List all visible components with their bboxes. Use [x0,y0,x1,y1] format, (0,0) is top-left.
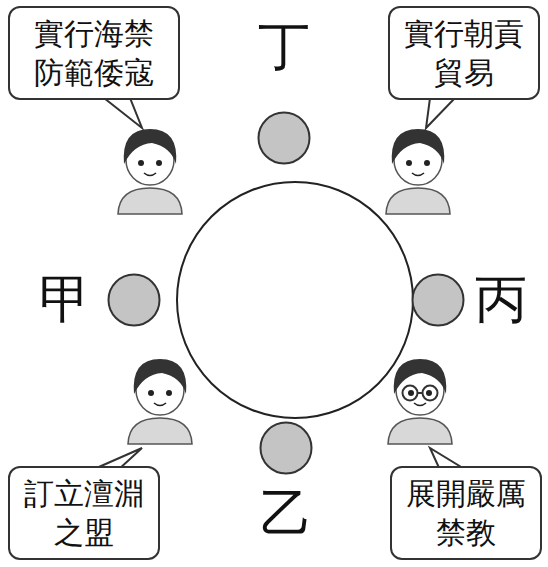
person-figure [388,359,452,444]
circle-label: 甲 [39,271,91,328]
bubble-text: 展開嚴厲禁教 [404,474,528,552]
person-figure [386,129,450,214]
circle-outline [261,423,312,474]
center-circle [177,182,413,418]
speech-bubble: 實行朝貢貿易 [388,6,540,100]
circle-label: 丙 [475,271,527,328]
grey-circle: 丁 [257,111,311,165]
grey-circle: 甲 [107,273,161,327]
speech-bubble: 展開嚴厲禁教 [390,466,542,560]
circle-outline [413,275,464,326]
circle-label: 丁 [258,18,310,75]
grey-circle: 乙 [259,421,313,475]
bubble-tail [426,98,455,128]
circle-outline [109,275,160,326]
circle-shape [257,111,311,165]
speech-bubble: 實行海禁防範倭寇 [8,6,180,100]
grey-circle: 丙 [411,273,465,327]
circle-outline [259,113,310,164]
bubble-tail [104,98,142,128]
person-figure [128,359,192,444]
speech-bubble: 訂立澶淵之盟 [8,466,160,560]
person-figure [118,129,182,214]
circle-shape [259,421,313,475]
circle-shape [107,273,161,327]
bubble-text: 實行海禁防範倭寇 [22,14,166,92]
circle-shape [411,273,465,327]
circle-label: 乙 [260,485,312,542]
bubble-text: 實行朝貢貿易 [402,14,526,92]
bubble-text: 訂立澶淵之盟 [22,474,146,552]
